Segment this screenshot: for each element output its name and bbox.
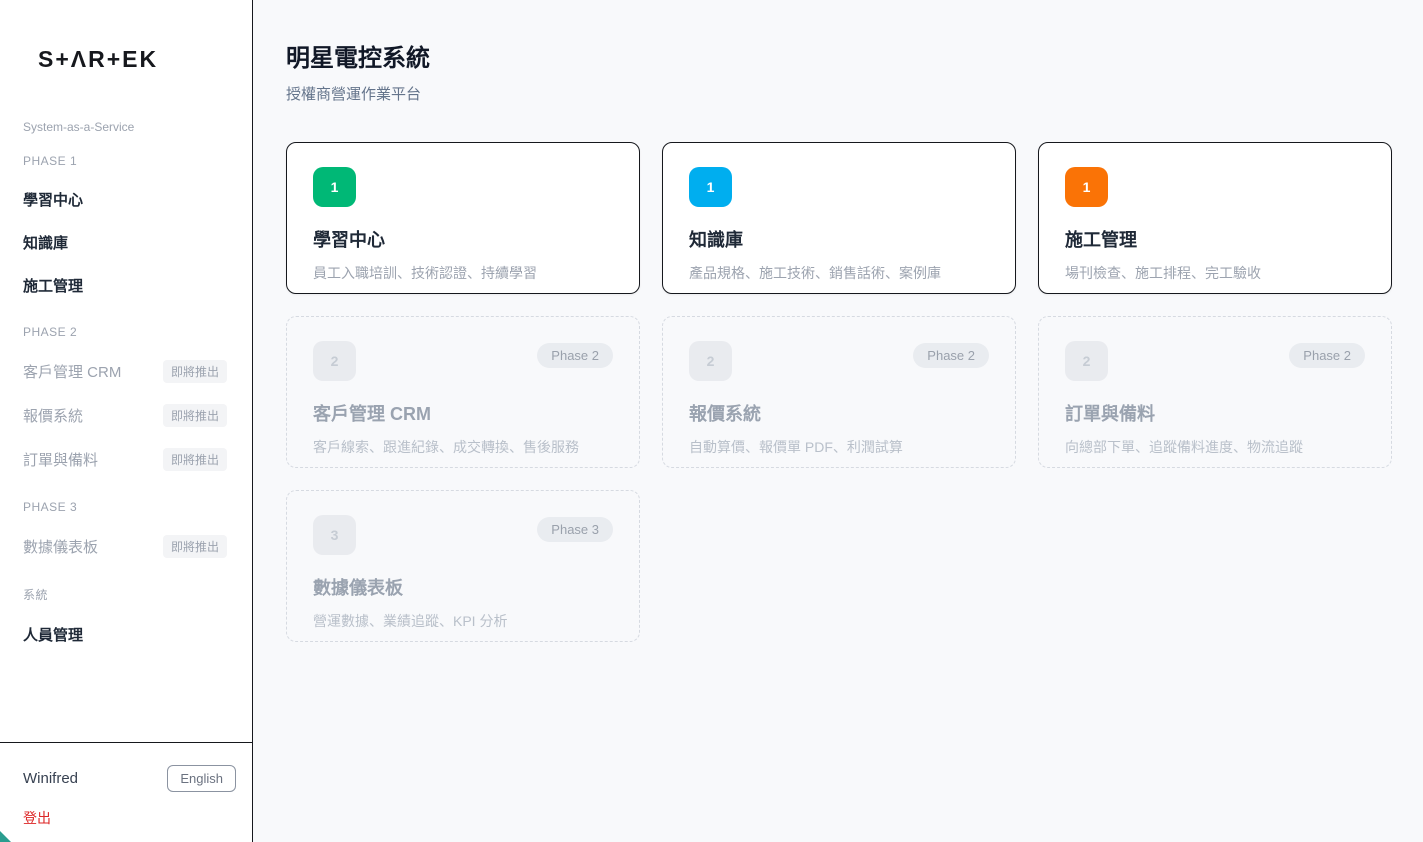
card-crm-locked: 2 Phase 2 客戶管理 CRM 客戶線索、跟進紀錄、成交轉換、售後服務 [286, 316, 640, 468]
startek-logo: S+ΛR+EK [38, 46, 159, 72]
card-title: 數據儀表板 [313, 578, 403, 598]
section-label-phase-2: PHASE 2 [23, 325, 78, 339]
card-description: 產品規格、施工技術、銷售話術、案例庫 [689, 265, 941, 281]
card-title: 知識庫 [689, 230, 743, 250]
section-label-phase-1: PHASE 1 [23, 154, 78, 168]
main-content: 明星電控系統 授權商營運作業平台 1 學習中心 員工入職培訓、技術認證、持續學習… [253, 0, 1423, 842]
card-description: 自動算價、報價單 PDF、利潤試算 [689, 439, 903, 455]
phase-pill: Phase 2 [913, 343, 989, 368]
sidebar-item-quotation-system: 報價系統 即將推出 [23, 404, 252, 427]
card-number-badge: 3 [313, 515, 356, 555]
card-number-badge: 2 [313, 341, 356, 381]
card-description: 場刊檢查、施工排程、完工驗收 [1065, 265, 1261, 281]
language-toggle-button[interactable]: English [167, 765, 236, 792]
section-label-system: 系統 [23, 588, 49, 602]
sidebar-item-data-dashboard: 數據儀表板 即將推出 [23, 535, 252, 558]
sidebar-item-label: 報價系統 [23, 408, 84, 425]
sidebar: S+ΛR+EK System-as-a-Service PHASE 1 學習中心… [0, 0, 253, 842]
current-username: Winifred [23, 770, 79, 787]
sidebar-item-label: 人員管理 [23, 627, 84, 644]
coming-soon-badge: 即將推出 [162, 535, 227, 558]
sidebar-item-label: 學習中心 [23, 192, 84, 209]
sidebar-item-construction-management[interactable]: 施工管理 [23, 275, 252, 296]
card-title: 報價系統 [689, 404, 761, 424]
page-subtitle: 授權商營運作業平台 [286, 86, 422, 103]
sidebar-footer: Winifred English 登出 [0, 742, 252, 842]
card-description: 客戶線索、跟進紀錄、成交轉換、售後服務 [313, 439, 579, 455]
section-label-phase-3: PHASE 3 [23, 500, 78, 514]
card-title: 客戶管理 CRM [313, 404, 431, 424]
phase-pill: Phase 3 [537, 517, 613, 542]
corner-accent-triangle [0, 831, 11, 842]
card-title: 施工管理 [1065, 230, 1137, 250]
card-number-badge: 2 [689, 341, 732, 381]
sidebar-item-orders-materials: 訂單與備料 即將推出 [23, 448, 252, 471]
card-title: 訂單與備料 [1065, 404, 1155, 424]
sidebar-item-label: 施工管理 [23, 278, 84, 295]
page-title: 明星電控系統 [286, 45, 430, 72]
sidebar-item-label: 數據儀表板 [23, 539, 99, 556]
sidebar-item-crm: 客戶管理 CRM 即將推出 [23, 360, 252, 383]
card-description: 向總部下單、追蹤備料進度、物流追蹤 [1065, 439, 1303, 455]
card-number-badge: 1 [313, 167, 356, 207]
card-number-badge: 2 [1065, 341, 1108, 381]
card-description: 營運數據、業績追蹤、KPI 分析 [313, 613, 508, 629]
sidebar-item-label: 訂單與備料 [23, 452, 99, 469]
card-description: 員工入職培訓、技術認證、持續學習 [313, 265, 537, 281]
card-learning-center[interactable]: 1 學習中心 員工入職培訓、技術認證、持續學習 [286, 142, 640, 294]
card-number-badge: 1 [1065, 167, 1108, 207]
card-construction-management[interactable]: 1 施工管理 場刊檢查、施工排程、完工驗收 [1038, 142, 1392, 294]
card-data-dashboard-locked: 3 Phase 3 數據儀表板 營運數據、業績追蹤、KPI 分析 [286, 490, 640, 642]
sidebar-item-label: 客戶管理 CRM [23, 364, 122, 381]
sidebar-item-personnel-management[interactable]: 人員管理 [23, 624, 252, 645]
sidebar-item-knowledge-base[interactable]: 知識庫 [23, 232, 252, 253]
coming-soon-badge: 即將推出 [162, 360, 227, 383]
coming-soon-badge: 即將推出 [162, 448, 227, 471]
card-title: 學習中心 [313, 230, 385, 250]
card-orders-materials-locked: 2 Phase 2 訂單與備料 向總部下單、追蹤備料進度、物流追蹤 [1038, 316, 1392, 468]
sidebar-item-learning-center[interactable]: 學習中心 [23, 189, 252, 210]
phase-pill: Phase 2 [1289, 343, 1365, 368]
phase-pill: Phase 2 [537, 343, 613, 368]
coming-soon-badge: 即將推出 [162, 404, 227, 427]
logout-link[interactable]: 登出 [23, 810, 51, 826]
card-quotation-system-locked: 2 Phase 2 報價系統 自動算價、報價單 PDF、利潤試算 [662, 316, 1016, 468]
card-number-badge: 1 [689, 167, 732, 207]
module-cards-grid: 1 學習中心 員工入職培訓、技術認證、持續學習 1 知識庫 產品規格、施工技術、… [286, 142, 1392, 642]
card-knowledge-base[interactable]: 1 知識庫 產品規格、施工技術、銷售話術、案例庫 [662, 142, 1016, 294]
sidebar-nav: S+ΛR+EK System-as-a-Service PHASE 1 學習中心… [0, 0, 252, 742]
sidebar-item-label: 知識庫 [23, 235, 69, 252]
sidebar-tagline: System-as-a-Service [23, 120, 135, 134]
